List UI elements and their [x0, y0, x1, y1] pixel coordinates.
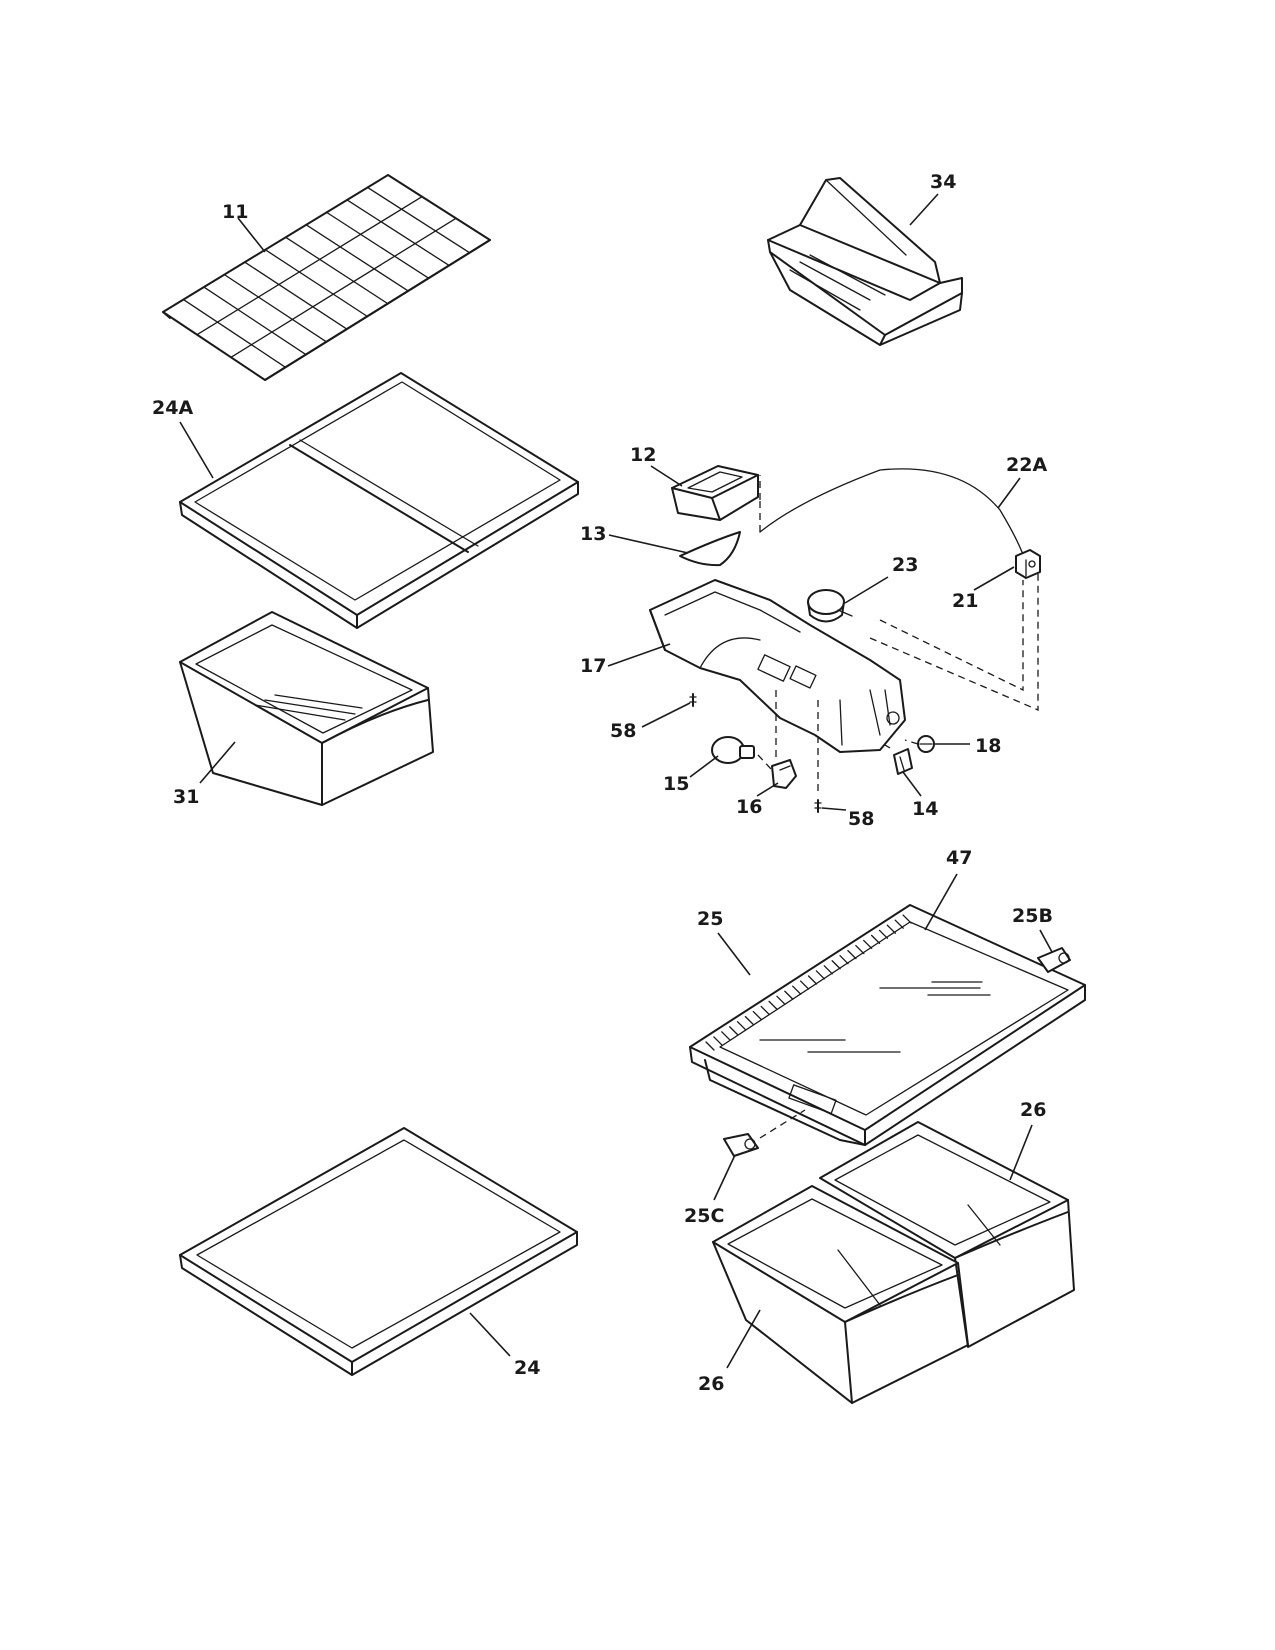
crisper-cover-shelf	[689, 904, 1086, 1146]
callout-12: 12	[630, 444, 656, 466]
wire-shelf	[162, 174, 491, 381]
leader-25B	[1039, 929, 1053, 953]
leader-11	[237, 217, 266, 253]
callout-25: 25	[697, 908, 723, 930]
callout-24A: 24A	[152, 397, 193, 419]
crisper-pan-front	[712, 1185, 969, 1404]
leader-24	[469, 1312, 511, 1357]
callout-21: 21	[952, 590, 978, 612]
light-switch	[893, 748, 913, 775]
callout-labels: 11 34 24A 12 22A 13 23 21 17 58 18 31 15…	[152, 171, 1053, 1395]
callout-25B: 25B	[1012, 905, 1053, 927]
shelf-support-right	[1037, 947, 1071, 973]
light-socket	[771, 759, 797, 789]
callout-58b: 58	[848, 808, 874, 830]
screw-bottom	[814, 799, 822, 813]
leader-34	[909, 193, 939, 226]
leader-24A	[179, 421, 214, 479]
leader-lines	[179, 193, 1053, 1369]
leader-13	[608, 534, 689, 554]
terminal-block	[1015, 549, 1041, 579]
leader-58b	[821, 807, 847, 811]
leader-25	[717, 932, 751, 976]
crisper-pan-back	[819, 1121, 1075, 1348]
glass-shelf-full	[179, 1127, 578, 1376]
callout-24: 24	[514, 1357, 540, 1379]
callout-11: 11	[222, 201, 248, 223]
leader-16	[756, 782, 779, 797]
leader-31	[199, 741, 236, 784]
leader-12	[650, 465, 683, 487]
leader-14	[902, 771, 922, 797]
shelf-support-left	[723, 1109, 806, 1157]
callout-25C: 25C	[684, 1205, 724, 1227]
callout-26b: 26	[698, 1373, 724, 1395]
glass-shelf-split	[179, 372, 579, 629]
callout-13: 13	[580, 523, 606, 545]
leader-26b	[726, 1309, 761, 1369]
callout-26a: 26	[1020, 1099, 1046, 1121]
leader-26a	[1009, 1124, 1033, 1181]
wire-harness	[759, 468, 1023, 553]
assembly-dashes	[757, 475, 1039, 795]
callout-18: 18	[975, 735, 1001, 757]
callout-47: 47	[946, 847, 972, 869]
damper-knob	[917, 735, 935, 753]
callout-31: 31	[173, 786, 199, 808]
ice-bin	[767, 177, 963, 346]
leader-47	[924, 873, 958, 931]
crisper-pan-left	[179, 611, 434, 806]
leader-17	[607, 643, 671, 667]
lens	[679, 531, 741, 567]
callout-14: 14	[912, 798, 938, 820]
callout-23: 23	[892, 554, 918, 576]
callout-34: 34	[930, 171, 956, 193]
callout-15: 15	[663, 773, 689, 795]
leader-22A	[997, 477, 1021, 509]
light-bulb	[711, 736, 755, 764]
callout-58a: 58	[610, 720, 636, 742]
leader-23	[844, 576, 889, 604]
thermostat-knob	[807, 589, 853, 623]
leader-25C	[713, 1154, 736, 1201]
leader-58a	[641, 702, 691, 728]
control-housing	[649, 579, 906, 753]
screw-top	[689, 693, 697, 707]
leader-15	[689, 755, 719, 778]
callout-16: 16	[736, 796, 762, 818]
leader-21	[973, 566, 1015, 591]
light-shield	[671, 465, 759, 521]
callout-17: 17	[580, 655, 606, 677]
callout-22A: 22A	[1006, 454, 1047, 476]
